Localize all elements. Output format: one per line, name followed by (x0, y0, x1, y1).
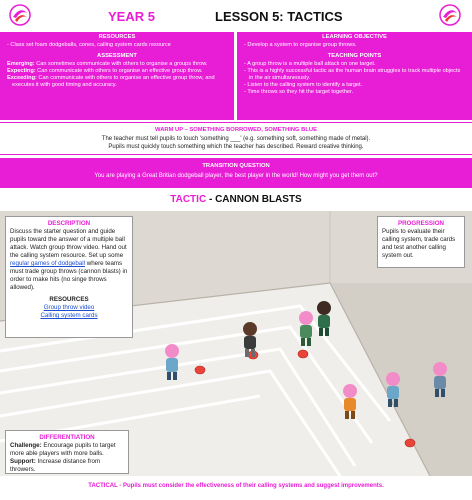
tactic-name: CANNON BLASTS (215, 194, 302, 205)
description-text: Discuss the starter question and guide p… (10, 228, 128, 291)
player-figure (386, 372, 400, 407)
tactic-label: TACTIC (170, 194, 207, 205)
description-box: DESCRIPTION Discuss the starter question… (5, 216, 133, 338)
assessment-emerging: Emerging: Can sometimes communicate with… (7, 60, 208, 67)
tactic-separator: - (206, 194, 216, 205)
lesson-title: LESSON 5: TACTICS (215, 9, 343, 24)
teaching-points-title: TEACHING POINTS (327, 53, 382, 60)
brand-logo-icon (439, 4, 461, 26)
progression-box: PROGRESSION Pupils to evaluate their cal… (377, 216, 465, 268)
learning-objective-item: - Develop a system to organise group thr… (244, 42, 357, 49)
objective-teaching-panel: LEARNING OBJECTIVE - Develop a system to… (237, 32, 472, 120)
player-figure (165, 344, 179, 380)
transition-title: TRANSITION QUESTION (202, 163, 270, 169)
description-resources-title: RESOURCES (49, 296, 89, 303)
group-throw-video-link[interactable]: Group throw video (43, 304, 95, 311)
teaching-point: - Listen to the calling system to identi… (244, 82, 363, 89)
year-title: YEAR 5 (108, 9, 155, 24)
differentiation-box: DIFFERENTIATION Challenge: Encourage pup… (5, 430, 129, 474)
dodgeball-games-link[interactable]: regular games of dodgeball (10, 260, 85, 267)
player-figure (343, 384, 357, 419)
teaching-point: - A group throw is a multiple ball attac… (244, 60, 376, 67)
warm-up-line: Pupils must quickly touch something whic… (108, 144, 364, 150)
warm-up-section: WARM UP – SOMETHING BORROWED, SOMETHING … (0, 122, 472, 155)
warm-up-line: The teacher must tell pupils to touch 's… (101, 136, 371, 142)
differentiation-title: DIFFERENTIATION (39, 434, 95, 441)
assessment-expecting: Expecting: Can communicate with others t… (7, 67, 203, 74)
brand-logo-icon (9, 4, 31, 26)
footer-note: TACTICAL - Pupils must consider the effe… (88, 483, 384, 489)
player-figure (433, 362, 447, 397)
transition-question-section: TRANSITION QUESTION You are playing a Gr… (0, 158, 472, 188)
player-figure (299, 311, 313, 346)
differentiation-challenge: Challenge: Encourage pupils to target mo… (10, 442, 116, 457)
learning-objective-title: LEARNING OBJECTIVE (322, 34, 387, 40)
tactic-heading: TACTIC - CANNON BLASTS (0, 190, 472, 210)
differentiation-support: Support: Increase distance from throwers… (10, 458, 101, 473)
progression-text: Pupils to evaluate their calling system,… (382, 228, 456, 259)
header: YEAR 5 LESSON 5: TACTICS (0, 0, 472, 32)
teaching-point: - Time throws so they hit the target tog… (244, 89, 354, 96)
resources-assessment-panel: RESOURCES - Class set foam dodgeballs, c… (0, 32, 234, 120)
description-title: DESCRIPTION (47, 220, 91, 227)
assessment-exceeding: Exceeding: Can communicate with others t… (7, 75, 215, 89)
progression-title: PROGRESSION (397, 220, 445, 227)
calling-system-cards-link[interactable]: Calling system cards (40, 312, 98, 319)
teaching-point: - This is a highly successful tactic as … (244, 67, 461, 82)
player-figure (243, 322, 257, 357)
resources-title: RESOURCES (98, 34, 136, 40)
assessment-title: ASSESSMENT (97, 53, 137, 60)
transition-text: You are playing a Great Britian dodgebal… (94, 173, 378, 179)
warm-up-title: WARM UP – SOMETHING BORROWED, SOMETHING … (155, 127, 317, 133)
player-figure (317, 301, 331, 336)
resources-item: - Class set foam dodgeballs, cones, call… (7, 42, 171, 49)
